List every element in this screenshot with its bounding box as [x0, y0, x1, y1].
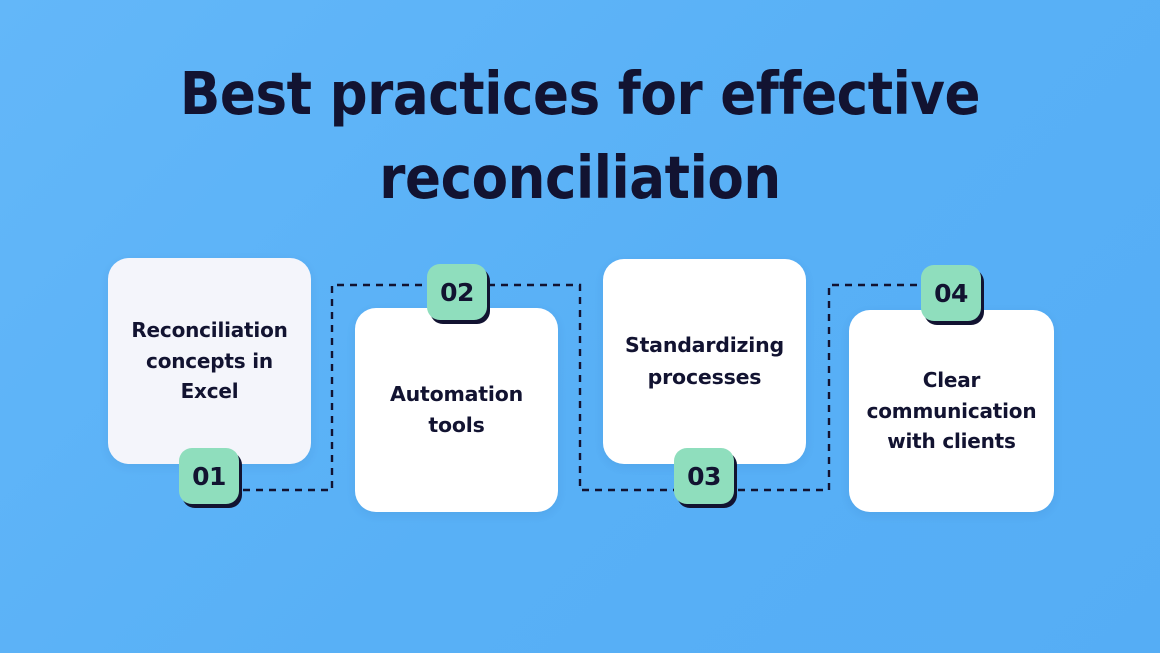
badge-number-3: 03 — [687, 461, 721, 491]
badge-number-4: 04 — [934, 278, 968, 308]
step-badge-1[interactable]: 01 — [179, 448, 242, 508]
badge-face-2: 02 — [427, 264, 487, 320]
step-label-1: Reconciliation concepts in Excel — [131, 318, 288, 404]
step-badge-2[interactable]: 02 — [427, 264, 490, 324]
badge-number-1: 01 — [192, 461, 226, 491]
step-label-2: Automation tools — [389, 381, 524, 437]
badge-face-4: 04 — [921, 265, 981, 321]
page-title: Best practices for effective reconciliat… — [179, 59, 981, 212]
step-card-4[interactable]: Clear communication with clients — [849, 310, 1054, 512]
step-badge-4[interactable]: 04 — [921, 265, 984, 325]
badge-number-2: 02 — [440, 277, 474, 307]
step-label-4: Clear communication with clients — [866, 368, 1037, 454]
badge-face-1: 01 — [179, 448, 239, 504]
badge-face-3: 03 — [674, 448, 734, 504]
step-label-3: Standardizing processes — [625, 333, 784, 389]
step-card-3[interactable]: Standardizing processes — [603, 259, 806, 464]
step-badge-3[interactable]: 03 — [674, 448, 737, 508]
step-card-1[interactable]: Reconciliation concepts in Excel — [108, 258, 311, 464]
step-card-2[interactable]: Automation tools — [355, 308, 558, 512]
